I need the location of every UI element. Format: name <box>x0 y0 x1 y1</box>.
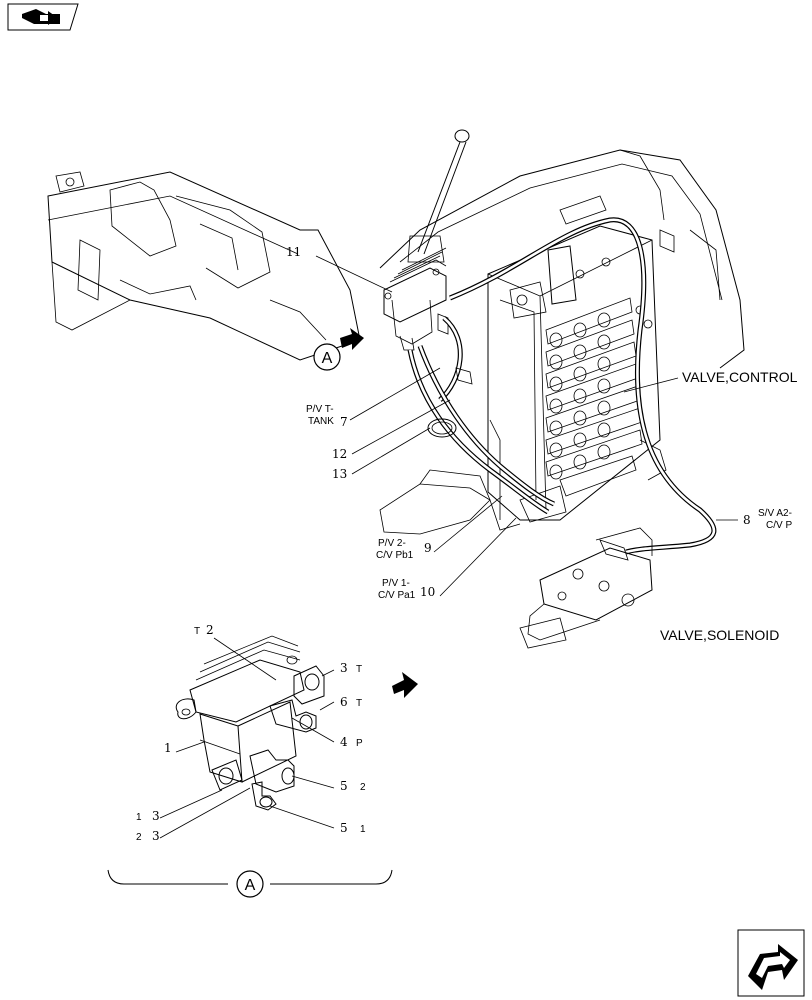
view-a-badge: A <box>313 343 341 371</box>
label-pv1-line2: C/V Pa1 <box>378 590 416 601</box>
next-page-arrow-icon <box>748 944 798 990</box>
label-sv-line2: C/V P <box>766 520 792 531</box>
detail-callout-4: 4 <box>340 735 348 749</box>
label-valve-solenoid: VALVE,SOLENOID <box>660 627 779 643</box>
detail-callout-3a: 3 <box>340 661 348 675</box>
callout-9: 9 <box>424 541 432 555</box>
detail-prefix-13: 1 <box>136 812 142 823</box>
main-assembly-drawing: A 11 7 12 13 9 10 8 P/V T- TANK P/V 2- C… <box>47 129 798 649</box>
detail-type-51: 1 <box>360 824 366 835</box>
callout-11: 11 <box>286 245 301 259</box>
detail-callout-6: 6 <box>340 695 348 709</box>
back-button[interactable] <box>7 3 79 31</box>
label-valve-control: VALVE,CONTROL <box>682 369 798 385</box>
detail-callout-13: 3 <box>152 809 160 823</box>
detail-a-drawing: T 2 3 T 6 T 4 P 1 5 2 1 3 2 3 5 1 A <box>107 623 418 898</box>
detail-leader-lines <box>159 637 335 839</box>
pilot-valve <box>383 247 449 351</box>
label-pv2-line2: C/V Pb1 <box>376 550 414 561</box>
next-page-button[interactable] <box>737 929 805 997</box>
detail-callout-5a: 5 <box>340 779 348 793</box>
detail-type-6: T <box>356 698 362 709</box>
detail-callout-23: 3 <box>152 829 160 843</box>
back-arrow-icon <box>22 9 60 25</box>
detail-type-2: T <box>194 626 200 637</box>
label-pv-t-line2: TANK <box>308 416 334 427</box>
detail-a-badge: A <box>236 870 264 898</box>
detail-prefix-23: 2 <box>136 832 142 843</box>
detail-type-3a: T <box>356 664 362 675</box>
control-lever <box>407 129 470 263</box>
callout-10: 10 <box>420 585 435 599</box>
solenoid-valve <box>519 527 653 649</box>
callout-13: 13 <box>332 467 347 481</box>
detail-callout-2: 2 <box>206 623 214 637</box>
label-pv-t-line1: P/V T- <box>306 404 334 415</box>
detail-type-4: P <box>356 738 363 749</box>
label-sv-line1: S/V A2- <box>758 508 792 519</box>
detail-callout-1: 1 <box>164 741 172 755</box>
label-pv1-line1: P/V 1- <box>382 578 410 589</box>
callout-8: 8 <box>743 513 751 527</box>
view-a-letter: A <box>322 350 333 367</box>
hose-lines <box>407 217 717 555</box>
leader-lines <box>315 255 738 597</box>
detail-type-5a: 2 <box>360 782 366 793</box>
callout-12: 12 <box>332 447 347 461</box>
view-a-arrow-icon <box>340 328 364 350</box>
control-valve-block <box>487 225 661 523</box>
detail-a-letter: A <box>245 877 256 894</box>
detail-callout-51: 5 <box>340 821 348 835</box>
detail-arrow-icon <box>392 672 418 698</box>
callout-7: 7 <box>340 415 348 429</box>
detail-port-fittings <box>211 665 325 811</box>
label-pv2-line1: P/V 2- <box>378 538 406 549</box>
